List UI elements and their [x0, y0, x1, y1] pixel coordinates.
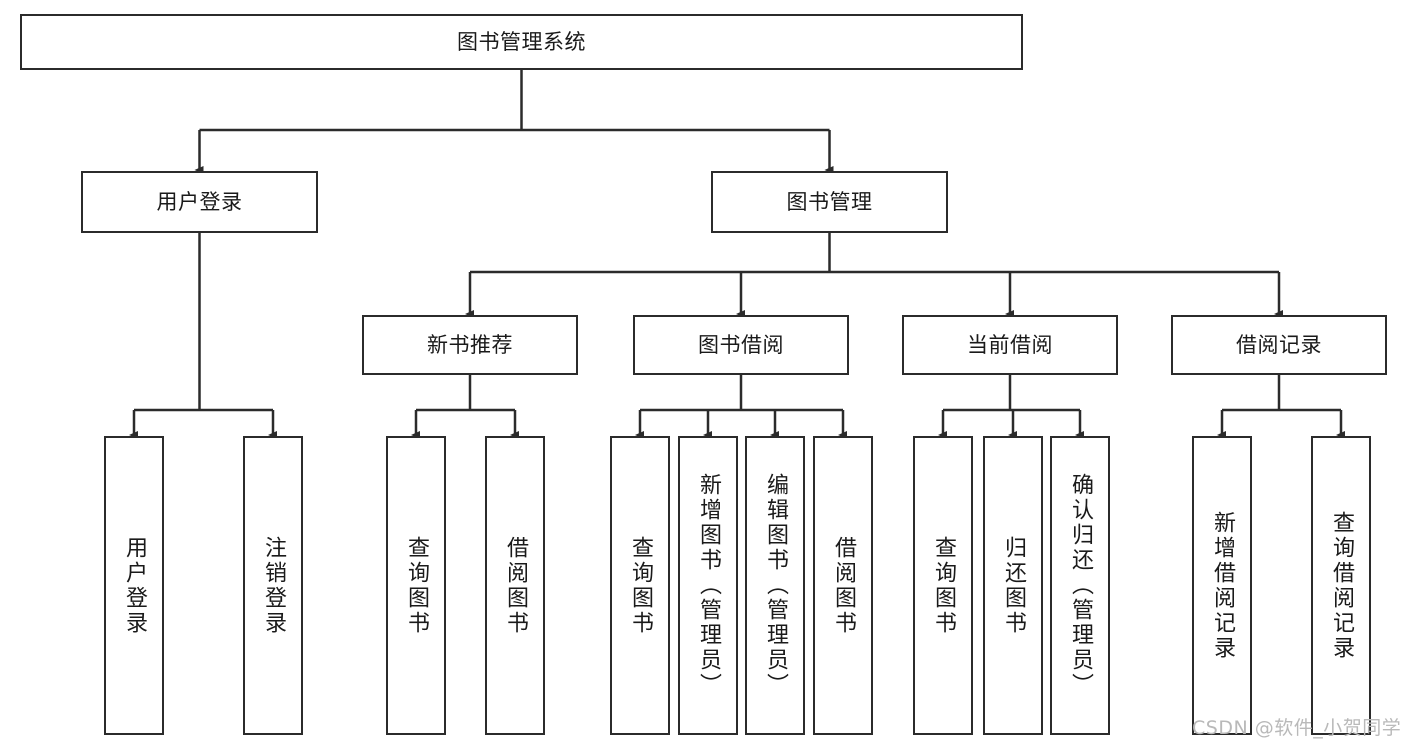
node-book-borrow[interactable]: 图书借阅	[633, 315, 849, 375]
node-label: 查询借阅记录	[1329, 510, 1354, 661]
node-label: 借阅记录	[1236, 332, 1322, 357]
node-label: 新增图书（管理员）	[696, 473, 721, 698]
node-leaf-borrow-book-2[interactable]: 借阅图书	[813, 436, 873, 735]
node-root[interactable]: 图书管理系统	[20, 14, 1023, 70]
node-leaf-query-book-3[interactable]: 查询图书	[913, 436, 973, 735]
node-label: 图书借阅	[698, 332, 784, 357]
node-user-login[interactable]: 用户登录	[81, 171, 318, 233]
node-leaf-confirm-return[interactable]: 确认归还（管理员）	[1050, 436, 1110, 735]
node-label: 当前借阅	[967, 332, 1053, 357]
node-label: 借阅图书	[503, 535, 528, 636]
node-leaf-add-book[interactable]: 新增图书（管理员）	[678, 436, 738, 735]
node-leaf-query-book-2[interactable]: 查询图书	[610, 436, 670, 735]
node-current-borrow[interactable]: 当前借阅	[902, 315, 1118, 375]
node-leaf-query-record[interactable]: 查询借阅记录	[1311, 436, 1371, 735]
node-label: 用户登录	[156, 189, 243, 214]
node-leaf-return-book[interactable]: 归还图书	[983, 436, 1043, 735]
node-leaf-edit-book[interactable]: 编辑图书（管理员）	[745, 436, 805, 735]
node-label: 确认归还（管理员）	[1068, 473, 1093, 698]
node-label: 图书管理	[786, 189, 873, 214]
node-label: 新书推荐	[427, 332, 513, 357]
node-book-manage[interactable]: 图书管理	[711, 171, 948, 233]
node-borrow-record[interactable]: 借阅记录	[1171, 315, 1387, 375]
node-new-book-rec[interactable]: 新书推荐	[362, 315, 578, 375]
node-leaf-logout[interactable]: 注销登录	[243, 436, 303, 735]
node-label: 用户登录	[122, 535, 147, 636]
node-label: 归还图书	[1001, 535, 1026, 636]
node-label: 查询图书	[628, 535, 653, 636]
node-label: 注销登录	[261, 535, 286, 636]
node-leaf-user-login[interactable]: 用户登录	[104, 436, 164, 735]
node-leaf-add-record[interactable]: 新增借阅记录	[1192, 436, 1252, 735]
csdn-watermark: CSDN @软件_小贺同学	[1192, 717, 1402, 739]
node-label: 编辑图书（管理员）	[763, 473, 788, 698]
node-label: 新增借阅记录	[1210, 510, 1235, 661]
node-leaf-borrow-book-1[interactable]: 借阅图书	[485, 436, 545, 735]
node-label: 图书管理系统	[457, 29, 586, 54]
node-label: 查询图书	[931, 535, 956, 636]
node-leaf-query-book-1[interactable]: 查询图书	[386, 436, 446, 735]
node-label: 借阅图书	[831, 535, 856, 636]
node-label: 查询图书	[404, 535, 429, 636]
